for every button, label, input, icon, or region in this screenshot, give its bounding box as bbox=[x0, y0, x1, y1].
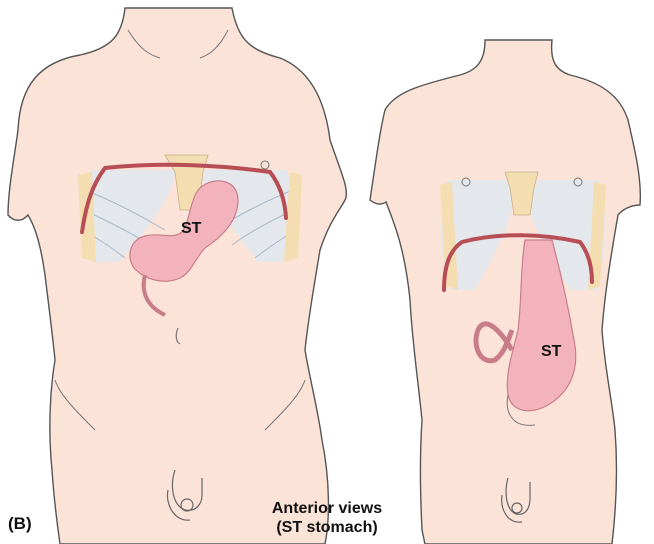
caption-line-2: (ST stomach) bbox=[0, 518, 654, 537]
stomach-label-left: ST bbox=[181, 220, 201, 238]
figure-caption: Anterior views (ST stomach) bbox=[0, 499, 654, 537]
stomach-label-right: ST bbox=[541, 343, 561, 361]
right-torso bbox=[370, 40, 640, 544]
caption-line-1: Anterior views bbox=[0, 499, 654, 518]
left-figure bbox=[8, 8, 346, 544]
right-figure bbox=[370, 40, 640, 544]
